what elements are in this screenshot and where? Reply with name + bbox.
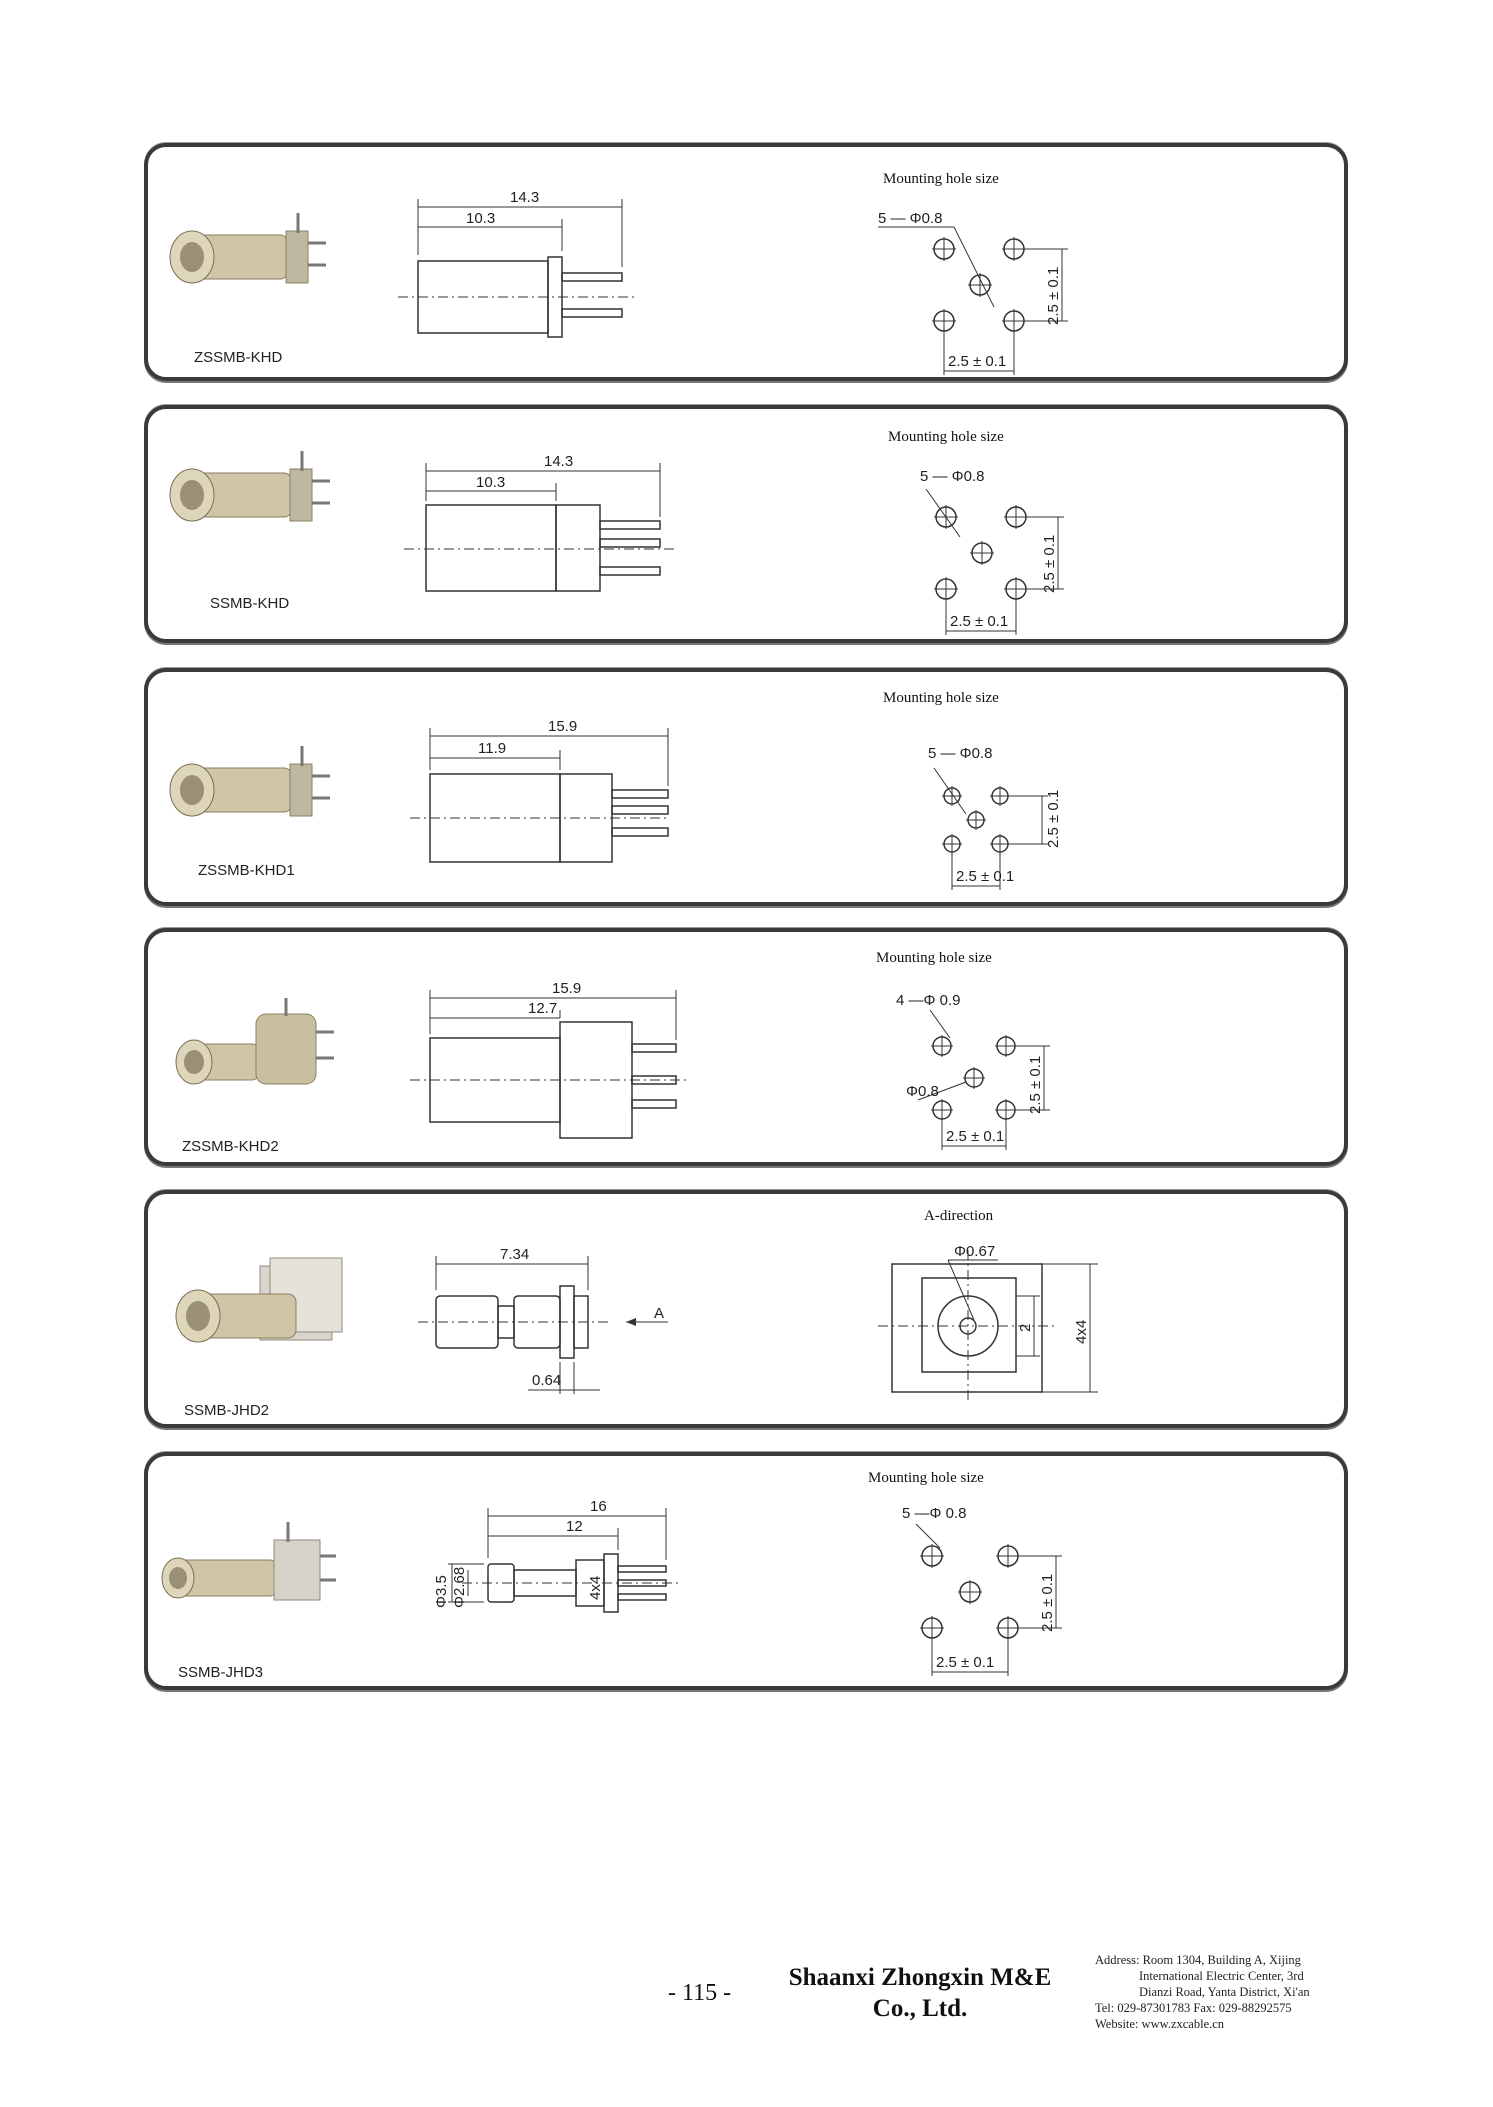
connector-photo xyxy=(169,213,326,284)
side-view-drawing: 15.9 11.9 xyxy=(410,718,669,863)
side-view-drawing: 15.9 12.7 xyxy=(410,980,688,1139)
connector-photo xyxy=(169,451,330,522)
dim-body: 10.3 xyxy=(476,474,505,491)
product-panel-zssmb-khd1: 15.9 11.9 5 — Φ0.8 2.5 ± 0.1 2.5 ± 0.1 M… xyxy=(144,668,1348,906)
connector-photo xyxy=(169,746,330,817)
product-panel-ssmb-khd: 14.3 10.3 5 — Φ0.8 2.5 ± 0.1 2.5 ± 0.1 M… xyxy=(144,405,1348,643)
panel-drawing: 15.9 12.7 4 —Φ 0.9 Φ0.8 2.5 ± 0.1 2.5 ± … xyxy=(175,980,1050,1150)
phone-fax: Tel: 029-87301783 Fax: 029-88292575 xyxy=(1095,2001,1292,2015)
dim-overall: 7.34 xyxy=(500,1246,529,1263)
panel-drawing: 7.34 0.64 A Φ0.67 2 4x4 xyxy=(175,1243,1098,1404)
panel-drawing: 16 12 Φ3.5 Φ2.68 4x4 5 —Φ 0.8 2.5 ± 0.1 … xyxy=(161,1498,1062,1676)
product-panel-zssmb-khd: 14.3 10.3 5 — Φ0.8 2.5 ± 0.1 2.5 ± 0.1 M… xyxy=(144,143,1348,381)
panel-title: Mounting hole size xyxy=(876,950,992,966)
dim-inner: 2 xyxy=(1017,1324,1034,1332)
address-line3: Dianzi Road, Yanta District, Xi'an xyxy=(1139,1985,1310,1999)
mounting-hole-pattern: 5 — Φ0.8 2.5 ± 0.1 2.5 ± 0.1 xyxy=(928,745,1062,890)
product-panel-zssmb-khd2: 15.9 12.7 4 —Φ 0.9 Φ0.8 2.5 ± 0.1 2.5 ± … xyxy=(144,928,1348,1166)
hole-callout: 5 — Φ0.8 xyxy=(920,468,985,485)
dim-overall: 14.3 xyxy=(544,453,573,470)
dim-body: 11.9 xyxy=(478,740,506,757)
dim-d2: Φ2.68 xyxy=(451,1567,468,1608)
side-view-drawing: 14.3 10.3 xyxy=(398,189,638,338)
page-number: - 115 - xyxy=(668,1980,732,2006)
dim-overall: 15.9 xyxy=(548,718,577,735)
hole-spacing-h: 2.5 ± 0.1 xyxy=(946,1128,1004,1145)
panel-drawing: 14.3 10.3 5 — Φ0.8 2.5 ± 0.1 2.5 ± 0.1 xyxy=(169,189,1068,375)
connector-photo xyxy=(175,998,334,1085)
dim-flange: 0.64 xyxy=(532,1372,561,1389)
panel-drawing: 15.9 11.9 5 — Φ0.8 2.5 ± 0.1 2.5 ± 0.1 xyxy=(169,718,1062,890)
dim-body: 12 xyxy=(566,1518,583,1535)
side-view-drawing: 16 12 Φ3.5 Φ2.68 4x4 xyxy=(433,1498,678,1613)
hole-spacing-h: 2.5 ± 0.1 xyxy=(936,1654,994,1671)
dim-body: 12.7 xyxy=(528,1000,557,1017)
panel-title: Mounting hole size xyxy=(883,690,999,706)
hole-callout: 4 —Φ 0.9 xyxy=(896,992,961,1009)
dim-overall: 14.3 xyxy=(510,189,539,206)
website: Website: www.zxcable.cn xyxy=(1095,2017,1225,2031)
mounting-hole-pattern: 5 — Φ0.8 2.5 ± 0.1 2.5 ± 0.1 xyxy=(878,210,1068,375)
dia-callout: Φ0.67 xyxy=(954,1243,995,1260)
panel-title: Mounting hole size xyxy=(868,1470,984,1486)
hole-callout: 5 — Φ0.8 xyxy=(878,210,943,227)
panel-title: Mounting hole size xyxy=(883,171,999,187)
a-direction-view: Φ0.67 2 4x4 xyxy=(878,1243,1098,1404)
mounting-hole-pattern: 5 —Φ 0.8 2.5 ± 0.1 2.5 ± 0.1 xyxy=(902,1505,1062,1676)
hole-callout: 5 — Φ0.8 xyxy=(928,745,993,762)
address-line1: Address: Room 1304, Building A, Xijing xyxy=(1095,1953,1301,1967)
company-name-line1: Shaanxi Zhongxin M&E xyxy=(788,1964,1052,1991)
hole-spacing-h: 2.5 ± 0.1 xyxy=(948,353,1006,370)
company-contact: Address: Room 1304, Building A, Xijing I… xyxy=(1095,1952,1355,2032)
connector-photo xyxy=(161,1522,336,1601)
dim-flange: 4x4 xyxy=(587,1576,604,1600)
model-label: SSMB-KHD xyxy=(210,595,290,612)
dim-outer: 4x4 xyxy=(1073,1320,1090,1344)
connector-photo xyxy=(175,1257,343,1343)
dim-d1: Φ3.5 xyxy=(433,1575,450,1608)
hole-spacing-v: 2.5 ± 0.1 xyxy=(1045,267,1062,325)
hole-callout: 5 —Φ 0.8 xyxy=(902,1505,967,1522)
product-panel-ssmb-jhd3: 16 12 Φ3.5 Φ2.68 4x4 5 —Φ 0.8 2.5 ± 0.1 … xyxy=(144,1452,1348,1690)
product-panel-ssmb-jhd2: 7.34 0.64 A Φ0.67 2 4x4 A-direction SSMB… xyxy=(144,1190,1348,1428)
company-name: Shaanxi Zhongxin M&E Co., Ltd. xyxy=(775,1962,1065,2024)
hole-spacing-v: 2.5 ± 0.1 xyxy=(1045,790,1062,848)
view-direction-arrow: A xyxy=(654,1305,664,1322)
side-view-drawing: 14.3 10.3 xyxy=(404,453,678,592)
panel-drawing: 14.3 10.3 5 — Φ0.8 2.5 ± 0.1 2.5 ± 0.1 xyxy=(169,451,1064,635)
model-label: SSMB-JHD2 xyxy=(184,1402,270,1419)
model-label: ZSSMB-KHD xyxy=(194,349,283,366)
hole-spacing-v: 2.5 ± 0.1 xyxy=(1039,1574,1056,1632)
mounting-hole-pattern: 4 —Φ 0.9 Φ0.8 2.5 ± 0.1 2.5 ± 0.1 xyxy=(896,992,1050,1150)
hole-spacing-h: 2.5 ± 0.1 xyxy=(956,868,1014,885)
model-label: SSMB-JHD3 xyxy=(178,1664,264,1681)
dim-body: 10.3 xyxy=(466,210,495,227)
address-line2: International Electric Center, 3rd xyxy=(1139,1969,1304,1983)
panel-title: A-direction xyxy=(924,1208,994,1224)
company-name-line2: Co., Ltd. xyxy=(872,1995,968,2022)
hole-callout-small: Φ0.8 xyxy=(906,1083,939,1100)
model-label: ZSSMB-KHD1 xyxy=(198,862,295,879)
model-label: ZSSMB-KHD2 xyxy=(182,1138,279,1155)
hole-spacing-v: 2.5 ± 0.1 xyxy=(1041,535,1058,593)
mounting-hole-pattern: 5 — Φ0.8 2.5 ± 0.1 2.5 ± 0.1 xyxy=(920,468,1064,635)
panel-title: Mounting hole size xyxy=(888,429,1004,445)
side-view-drawing: 7.34 0.64 A xyxy=(418,1246,668,1394)
dim-overall: 15.9 xyxy=(552,980,581,997)
hole-spacing-h: 2.5 ± 0.1 xyxy=(950,613,1008,630)
hole-spacing-v: 2.5 ± 0.1 xyxy=(1027,1056,1044,1114)
dim-overall: 16 xyxy=(590,1498,607,1515)
